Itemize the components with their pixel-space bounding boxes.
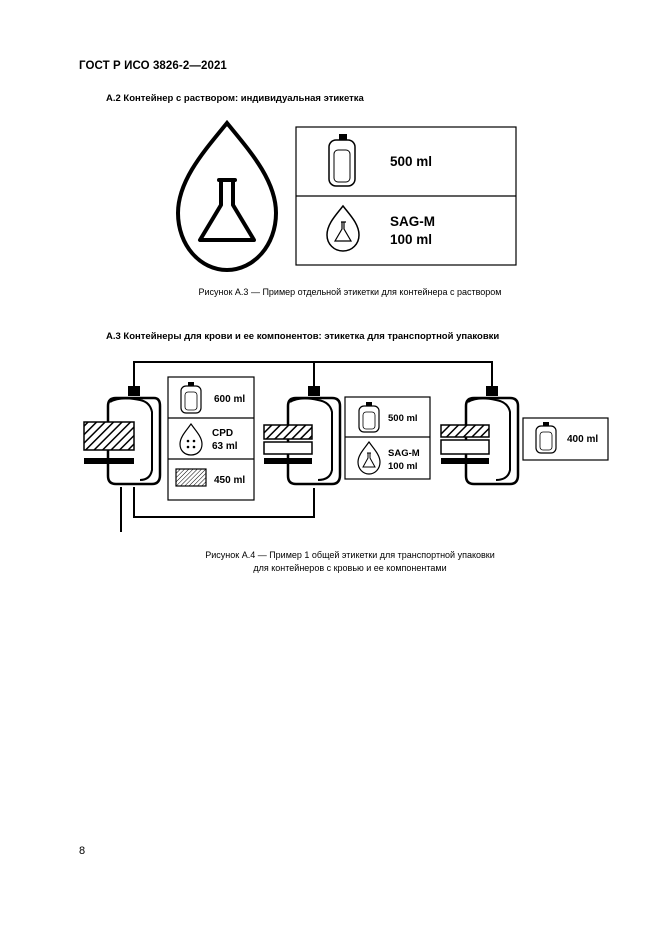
section-a2-title: А.2 Контейнер с раствором: индивидуальна… xyxy=(106,93,364,104)
blood-bag-icon xyxy=(180,382,202,414)
flask-icon xyxy=(198,178,256,242)
secondary-solution-volume: 100 ml xyxy=(388,461,418,472)
figure-a3-caption: Рисунок А.3 — Пример отдельной этикетки … xyxy=(198,287,502,297)
blood-sample-hatch-icon xyxy=(175,468,207,487)
blood-bag-3 xyxy=(440,386,520,486)
blood-bag-2 xyxy=(263,386,342,486)
blood-bag-icon xyxy=(535,422,557,454)
solution-drop-icon xyxy=(326,204,360,252)
secondary-bag-label xyxy=(344,396,431,480)
label-solution-volume: 100 ml xyxy=(390,232,432,247)
primary-anticoagulant-name: CPD xyxy=(212,428,233,439)
anticoagulant-drop-icon xyxy=(179,422,203,456)
figure-a4-caption-line2: для контейнеров с кровью и ее компонента… xyxy=(253,563,447,573)
figure-a4-caption-line1: Рисунок А.4 — Пример 1 общей этикетки дл… xyxy=(205,550,495,560)
primary-bag-label xyxy=(167,376,255,501)
secondary-volume-500: 500 ml xyxy=(388,413,418,424)
solution-drop-icon xyxy=(175,119,279,273)
primary-anticoagulant-volume: 63 ml xyxy=(212,441,238,452)
secondary-solution-name: SAG-M xyxy=(388,448,420,459)
document-header: ГОСТ Р ИСО 3826-2—2021 xyxy=(79,60,227,72)
tertiary-volume-400: 400 ml xyxy=(567,434,598,445)
label-volume-500: 500 ml xyxy=(390,154,432,169)
tertiary-bag-label xyxy=(522,417,609,461)
primary-volume-450: 450 ml xyxy=(214,475,245,486)
blood-bag-1 xyxy=(83,386,162,486)
individual-label-box xyxy=(295,126,517,266)
section-a3-title: А.3 Контейнеры для крови и ее компоненто… xyxy=(106,331,500,342)
primary-volume-600: 600 ml xyxy=(214,394,245,405)
solution-drop-icon xyxy=(357,440,381,475)
blood-bag-icon xyxy=(328,134,356,187)
blood-bag-icon xyxy=(358,402,380,433)
page-number: 8 xyxy=(79,845,86,857)
tubing-lines xyxy=(120,361,493,532)
label-solution-name: SAG-M xyxy=(390,214,435,229)
